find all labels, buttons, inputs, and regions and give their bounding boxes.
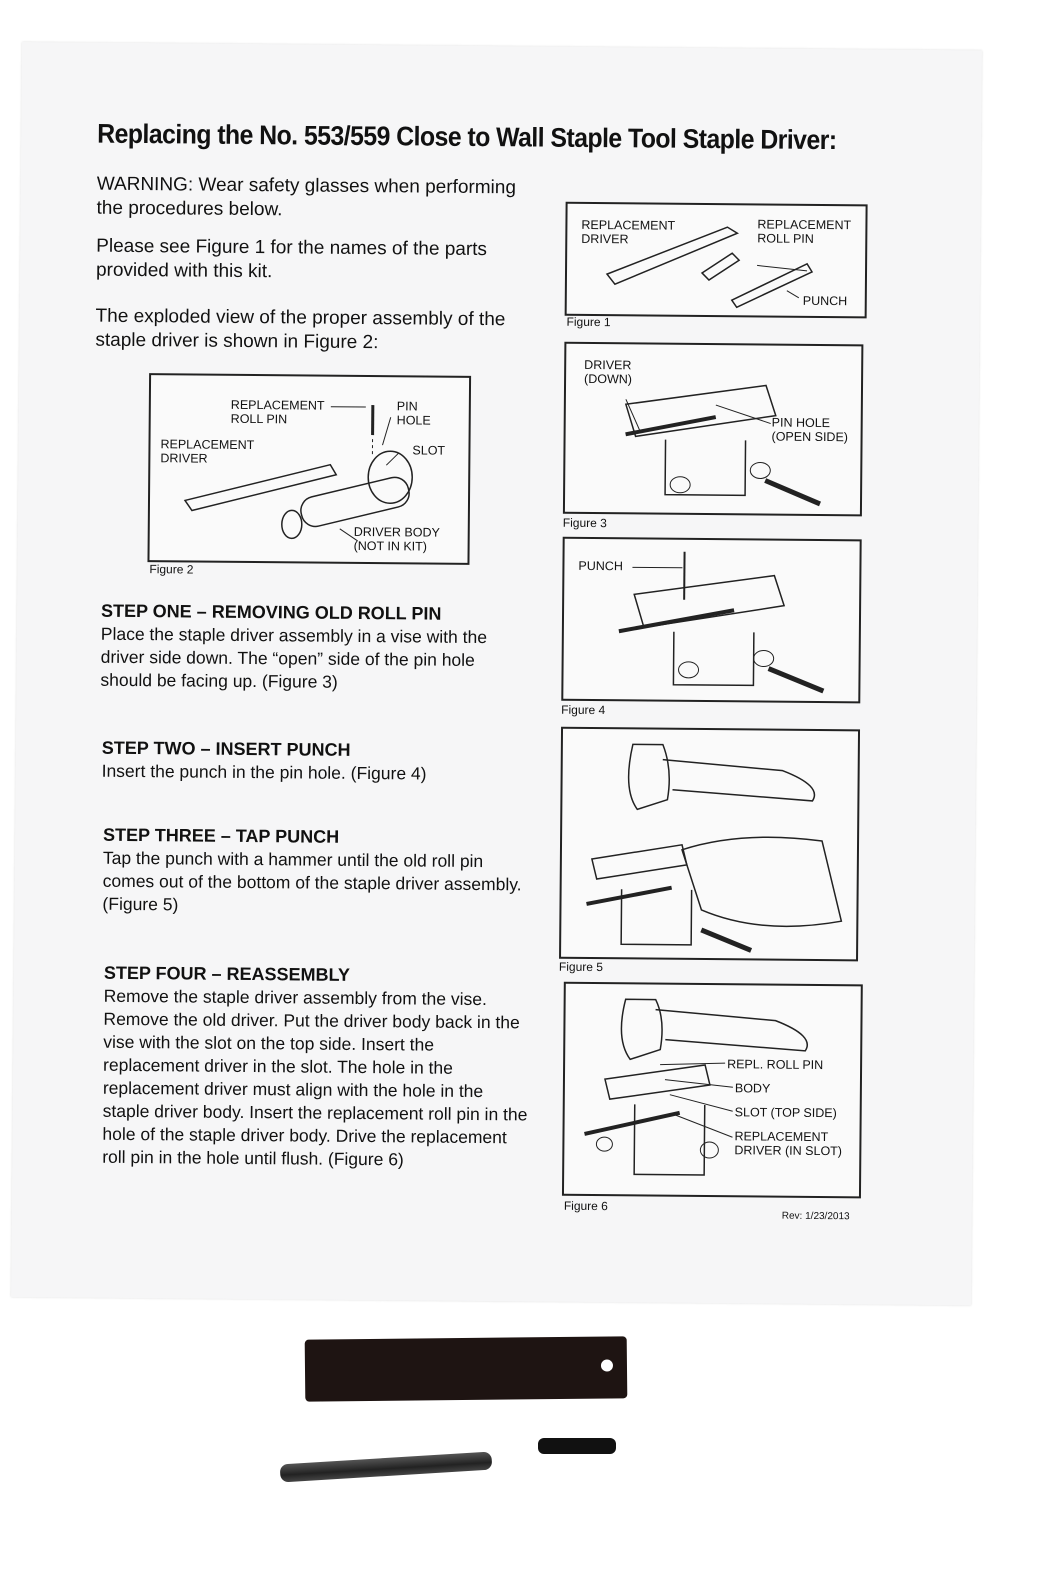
fig2-label-body: DRIVER BODY (NOT IN KIT)	[353, 524, 440, 554]
figure-1-caption: Figure 1	[566, 314, 611, 330]
replacement-driver-part	[304, 1336, 628, 1402]
figure-6-caption: Figure 6	[563, 1198, 608, 1214]
instruction-sheet: Replacing the No. 553/559 Close to Wall …	[11, 42, 982, 1306]
step-four-body: Remove the staple driver assembly from t…	[102, 985, 528, 1170]
step-two: STEP TWO – INSERT PUNCH Insert the punch…	[102, 736, 532, 787]
fig2-label-slot: SLOT	[412, 443, 446, 458]
figure-1: REPLACEMENT DRIVER REPLACEMENT ROLL PIN …	[564, 201, 868, 319]
figure-3-caption: Figure 3	[562, 515, 607, 531]
fig4-label-punch: PUNCH	[578, 558, 623, 574]
vise-punch-illustration	[618, 551, 825, 694]
figure-5-caption: Figure 5	[558, 959, 604, 975]
step-one: STEP ONE – REMOVING OLD ROLL PIN Place t…	[100, 599, 531, 696]
fig2-label-pin: REPLACEMENT ROLL PIN	[230, 397, 325, 427]
fig6-label-driver: REPLACEMENT DRIVER (IN SLOT)	[734, 1129, 843, 1159]
fig3-label-hole: PIN HOLE (OPEN SIDE)	[771, 415, 849, 445]
vise-driver-down-illustration	[624, 384, 821, 507]
warning-text: WARNING: Wear safety glasses when perfor…	[96, 173, 517, 221]
see-figure-text: Please see Figure 1 for the names of the…	[95, 235, 488, 283]
step-four: STEP FOUR – REASSEMBLY Remove the staple…	[102, 961, 534, 1173]
figure-4: PUNCH	[561, 536, 862, 704]
fig6-label-pin: REPL. ROLL PIN	[727, 1057, 824, 1073]
fig1-label-punch: PUNCH	[802, 293, 848, 309]
page-title: Replacing the No. 553/559 Close to Wall …	[97, 118, 837, 156]
fig6-label-slot: SLOT (TOP SIDE)	[734, 1105, 837, 1121]
figure-3: DRIVER (DOWN) PIN HOLE (OPEN SIDE)	[562, 341, 864, 517]
figure-2-caption: Figure 2	[149, 562, 194, 577]
figure-6: REPL. ROLL PIN BODY SLOT (TOP SIDE) REPL…	[561, 981, 863, 1199]
fig2-label-driver: REPLACEMENT DRIVER	[160, 437, 255, 466]
step-three: STEP THREE – TAP PUNCH Tap the punch wit…	[102, 823, 533, 920]
figure-4-caption: Figure 4	[561, 702, 606, 718]
fig2-label-hole: PIN HOLE	[396, 399, 431, 428]
fig6-label-body: BODY	[734, 1081, 771, 1096]
driver-hole	[600, 1359, 614, 1372]
fig3-label-driver: DRIVER (DOWN)	[584, 357, 633, 387]
step-two-body: Insert the punch in the pin hole. (Figur…	[101, 760, 427, 784]
punch-part	[279, 1451, 493, 1483]
revision-date: Rev: 1/23/2013	[781, 1210, 850, 1223]
reassembly-illustration	[584, 998, 808, 1176]
fig1-label-driver: REPLACEMENT DRIVER	[581, 217, 676, 247]
step-one-body: Place the staple driver assembly in a vi…	[100, 623, 488, 692]
exploded-view-text: The exploded view of the proper assembly…	[95, 305, 506, 354]
parts-kit-illustration	[605, 226, 814, 309]
replacement-roll-pin-part	[538, 1438, 616, 1454]
step-three-body: Tap the punch with a hammer until the ol…	[102, 847, 522, 915]
fig1-label-pin: REPLACEMENT ROLL PIN	[757, 217, 852, 246]
figure-5	[559, 726, 861, 962]
exploded-assembly-illustration	[183, 405, 413, 542]
hammer-tap-illustration	[586, 743, 843, 953]
figure-2: REPLACEMENT ROLL PIN PIN HOLE REPLACEMEN…	[147, 373, 472, 565]
